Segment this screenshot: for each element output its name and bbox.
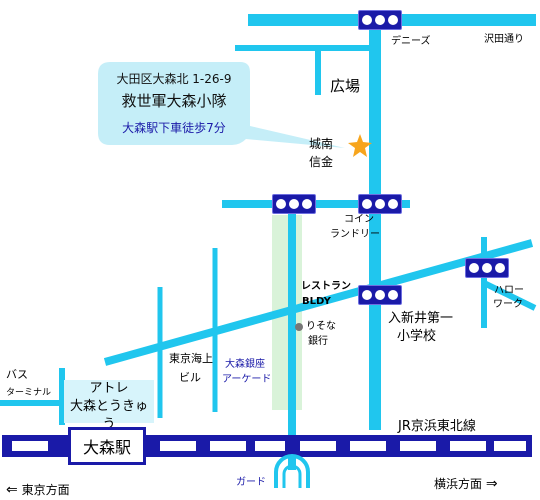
label-restaurant: レストラン (301, 281, 351, 292)
atre-building: アトレ 大森とうきゅう (64, 380, 154, 432)
callout-content: 大田区大森北 1-26-9 救世軍大森小隊 大森駅下車徒歩7分 (100, 70, 248, 136)
label-jr-line: JR京浜東北線 (398, 419, 476, 434)
label-resona-2: 銀行 (308, 336, 328, 347)
label-bldy: BLDY (302, 296, 331, 307)
callout-bubble (98, 62, 345, 148)
direction-tokyo: ⇐ 東京方面 (6, 482, 70, 498)
road-diagonal (103, 239, 534, 366)
label-dennys: デニーズ (391, 36, 431, 47)
callout-access: 大森駅下車徒歩7分 (122, 121, 226, 135)
label-bus-2: ターミナル (6, 388, 52, 398)
road-ext-right (482, 280, 537, 311)
signal-right (465, 258, 509, 278)
railway-ties (12, 441, 526, 451)
label-coin-1: コイン (344, 214, 374, 225)
label-shinkin-2: 信金 (309, 155, 334, 169)
label-shinkin-1: 城南 (309, 137, 334, 151)
label-tokyo-dir: 東京方面 (21, 483, 70, 497)
station-omori: 大森駅 (68, 427, 146, 465)
label-guard: ガード (236, 477, 266, 488)
direction-yokohama: 横浜方面 ⇒ (434, 476, 498, 492)
guard-underpass (274, 454, 310, 488)
signal-middle-left (272, 194, 316, 214)
label-hello-2: ワーク (493, 299, 523, 310)
signal-middle-right (358, 194, 402, 214)
right-arrow-icon: ⇒ (485, 476, 498, 492)
label-atre-1: アトレ (89, 381, 129, 396)
label-plaza: 広場 (330, 77, 361, 95)
callout-address: 大田区大森北 1-26-9 (116, 72, 232, 86)
label-school-1: 入新井第一 (388, 311, 454, 326)
resona-dot (295, 323, 303, 331)
left-arrow-icon: ⇐ (6, 482, 18, 498)
label-school-2: 小学校 (397, 329, 437, 344)
destination-star (348, 134, 372, 157)
label-tokyo-kaijo-2: ビル (179, 371, 201, 384)
label-hello-1: ハロー (494, 285, 524, 296)
label-tokyo-kaijo-1: 東京海上 (169, 352, 213, 365)
signal-lower (358, 285, 402, 305)
label-yokohama-dir: 横浜方面 (434, 477, 483, 491)
label-resona-1: りそな (306, 321, 336, 332)
label-coin-2: ランドリー (330, 229, 380, 240)
signal-top (358, 10, 402, 30)
label-arcade-1: 大森銀座 (225, 359, 265, 370)
label-bus-1: バス (6, 368, 28, 381)
label-sawada-street: 沢田通り (484, 34, 524, 45)
label-arcade-2: アーケード (222, 374, 272, 385)
callout-name: 救世軍大森小隊 (121, 92, 227, 110)
